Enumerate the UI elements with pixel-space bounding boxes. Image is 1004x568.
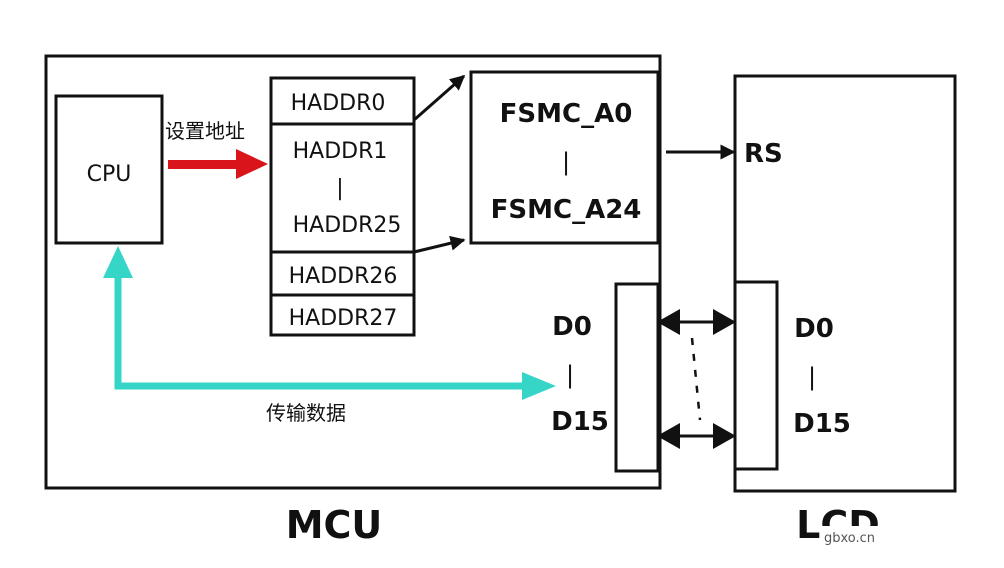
fsmc-range-separator: | xyxy=(562,148,570,176)
watermark-backdrop xyxy=(820,526,894,546)
data-bus-link-bottom-head-right xyxy=(713,423,736,449)
transfer-data-arrow-shaft xyxy=(114,275,524,390)
data-bus-link-top-head-left xyxy=(657,309,680,335)
set-address-label: 设置地址 xyxy=(165,119,245,143)
haddr27-label: HADDR27 xyxy=(289,306,398,331)
haddr26-label: HADDR26 xyxy=(289,264,398,289)
mcu-d0-label: D0 xyxy=(552,312,592,342)
haddr-register-block: HADDR0 HADDR1 | HADDR25 HADDR26 HADDR27 xyxy=(269,76,416,337)
lcd-data-range-separator: | xyxy=(808,363,816,391)
lcd-d0-label: D0 xyxy=(794,314,834,344)
set-address-arrow-head xyxy=(236,149,268,179)
transfer-data-arrow-head-right xyxy=(522,372,556,400)
watermark-text: gbxo.cn xyxy=(824,531,875,546)
lcd-d15-label: D15 xyxy=(793,409,851,439)
mcu-data-bus-box xyxy=(614,282,660,473)
data-bus-link-bottom xyxy=(657,423,736,449)
mcu-label: MCU xyxy=(286,503,383,547)
mcu-d15-label: D15 xyxy=(551,407,609,437)
data-bus-ellipsis-line xyxy=(690,337,702,421)
transfer-data-arrow-head-up xyxy=(103,246,133,278)
haddr1-label: HADDR1 xyxy=(293,139,388,164)
transfer-data-arrow xyxy=(103,246,556,400)
cpu-box xyxy=(54,94,164,245)
data-bus-link-top-head-right xyxy=(713,309,736,335)
fsmc-a24-label: FSMC_A24 xyxy=(491,195,642,225)
mcu-data-range-separator: | xyxy=(566,361,574,389)
set-address-arrow-shaft xyxy=(168,160,238,169)
fsmc-a0-label: FSMC_A0 xyxy=(500,99,633,129)
haddr25-label: HADDR25 xyxy=(293,213,402,238)
lcd-data-bus-box xyxy=(733,280,779,471)
haddr25-to-fsmc-a24-arrow xyxy=(413,235,466,254)
data-bus-link-bottom-head-left xyxy=(657,423,680,449)
fsmc-address-box xyxy=(469,70,660,245)
lcd-rs-label: RS xyxy=(744,139,783,169)
haddr-box xyxy=(269,76,416,337)
cpu-label: CPU xyxy=(87,162,132,187)
haddr1-to-fsmc-a0-arrow xyxy=(413,74,466,122)
haddr0-label: HADDR0 xyxy=(291,91,386,116)
data-bus-link-top xyxy=(657,309,736,335)
set-address-arrow xyxy=(168,149,268,179)
haddr-range-separator: | xyxy=(336,176,343,201)
transfer-data-label: 传输数据 xyxy=(266,401,346,425)
